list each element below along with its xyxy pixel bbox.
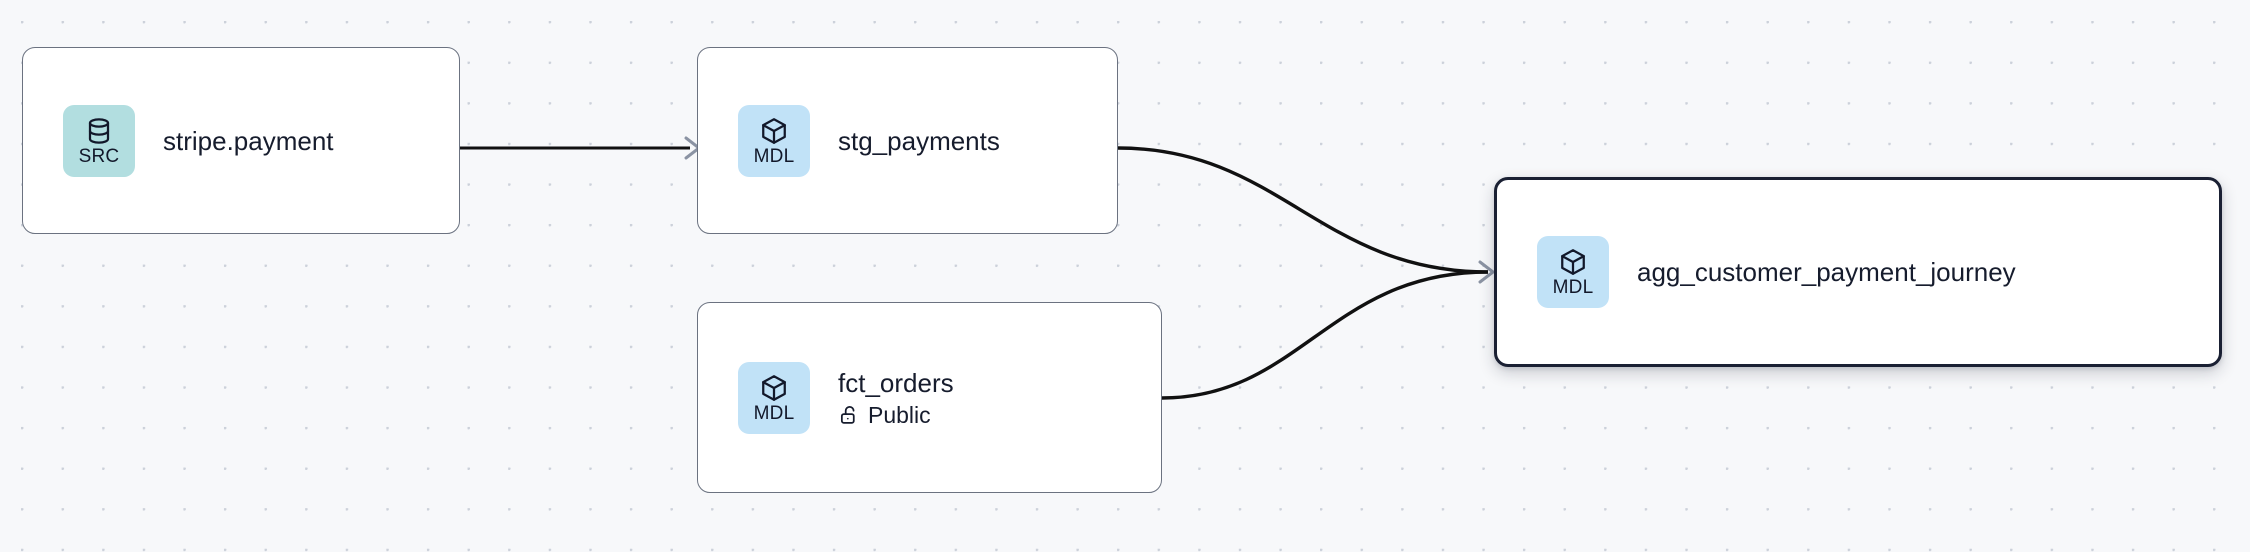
badge-label: MDL: [753, 402, 795, 424]
edge-fct-orders-to-agg-customer-payment-journey: [1161, 260, 1495, 400]
node-stripe-payment[interactable]: SRC stripe.payment: [22, 47, 460, 234]
badge-label: MDL: [753, 145, 795, 167]
model-badge: MDL: [738, 361, 810, 434]
node-body: stripe.payment: [163, 126, 334, 156]
edge-stg-payments-to-agg-customer-payment-journey: [1117, 146, 1489, 274]
badge-label: SRC: [78, 145, 120, 167]
node-title: fct_orders: [838, 367, 954, 398]
badge-label: MDL: [1552, 277, 1594, 298]
node-fct-orders[interactable]: MDL fct_orders Public: [697, 302, 1162, 493]
edge-stripe-payment-to-stg-payments: [460, 136, 701, 160]
cube-icon: [1558, 247, 1588, 277]
cube-icon: [759, 116, 789, 146]
node-stg-payments[interactable]: MDL stg_payments: [697, 47, 1118, 234]
unlock-icon: [838, 404, 860, 426]
node-agg-customer-payment-journey[interactable]: MDL agg_customer_payment_journey: [1494, 177, 2222, 367]
model-badge: MDL: [738, 104, 810, 177]
node-body: stg_payments: [838, 126, 1000, 156]
node-body: agg_customer_payment_journey: [1637, 257, 2016, 287]
cube-icon: [759, 373, 789, 403]
node-title: stg_payments: [838, 125, 1000, 156]
model-badge: MDL: [1537, 236, 1609, 308]
visibility-label: Public: [868, 401, 931, 428]
node-visibility: Public: [838, 402, 954, 428]
source-badge: SRC: [63, 104, 135, 177]
database-icon: [84, 116, 114, 146]
node-title: stripe.payment: [163, 125, 334, 156]
node-title: agg_customer_payment_journey: [1637, 257, 2016, 287]
node-body: fct_orders Public: [838, 368, 954, 428]
